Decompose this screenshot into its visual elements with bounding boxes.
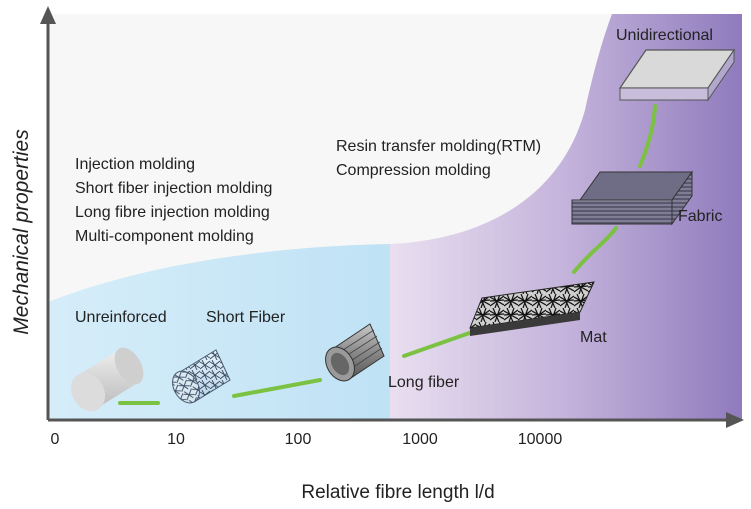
process-text: Multi-component molding bbox=[75, 228, 254, 245]
x-tick: 10000 bbox=[518, 431, 563, 448]
process-text: Compression molding bbox=[336, 162, 491, 179]
unidirectional-plate-icon bbox=[618, 48, 736, 102]
reinforcement-label-unidirectional: Unidirectional bbox=[616, 27, 713, 44]
mat-plate-icon bbox=[469, 281, 595, 336]
connector-line bbox=[572, 226, 618, 274]
progression-connectors bbox=[118, 104, 657, 405]
reinforcement-label-long-fiber: Long fiber bbox=[388, 374, 460, 391]
reinforcement-label-fabric: Fabric bbox=[678, 208, 722, 225]
x-tick: 10 bbox=[167, 431, 185, 448]
process-text: Resin transfer molding(RTM) bbox=[336, 138, 541, 155]
fabric-stack-icon bbox=[571, 170, 693, 226]
x-axis-arrow-icon bbox=[726, 412, 744, 428]
short-fiber-cylinder-icon bbox=[172, 349, 231, 404]
process-text: Injection molding bbox=[75, 156, 195, 173]
x-tick: 1000 bbox=[402, 431, 438, 448]
x-axis-label: Relative fibre length l/d bbox=[301, 482, 494, 503]
connector-line bbox=[638, 104, 657, 168]
reinforcement-label-mat: Mat bbox=[580, 329, 607, 346]
reinforcement-label-unreinforced: Unreinforced bbox=[75, 309, 167, 326]
reinforcement-label-short-fiber: Short Fiber bbox=[206, 309, 286, 326]
y-axis-label: Mechanical properties bbox=[10, 129, 33, 335]
long-fiber-cylinder-icon bbox=[325, 323, 385, 382]
y-axis-arrow-icon bbox=[40, 6, 56, 24]
process-text: Short fiber injection molding bbox=[75, 180, 272, 197]
connector-line bbox=[232, 378, 322, 398]
x-tick: 100 bbox=[285, 431, 312, 448]
unreinforced-cylinder-icon bbox=[70, 347, 144, 412]
connector-line bbox=[402, 328, 480, 358]
x-tick: 0 bbox=[51, 431, 60, 448]
process-text: Long fibre injection molding bbox=[75, 204, 270, 221]
